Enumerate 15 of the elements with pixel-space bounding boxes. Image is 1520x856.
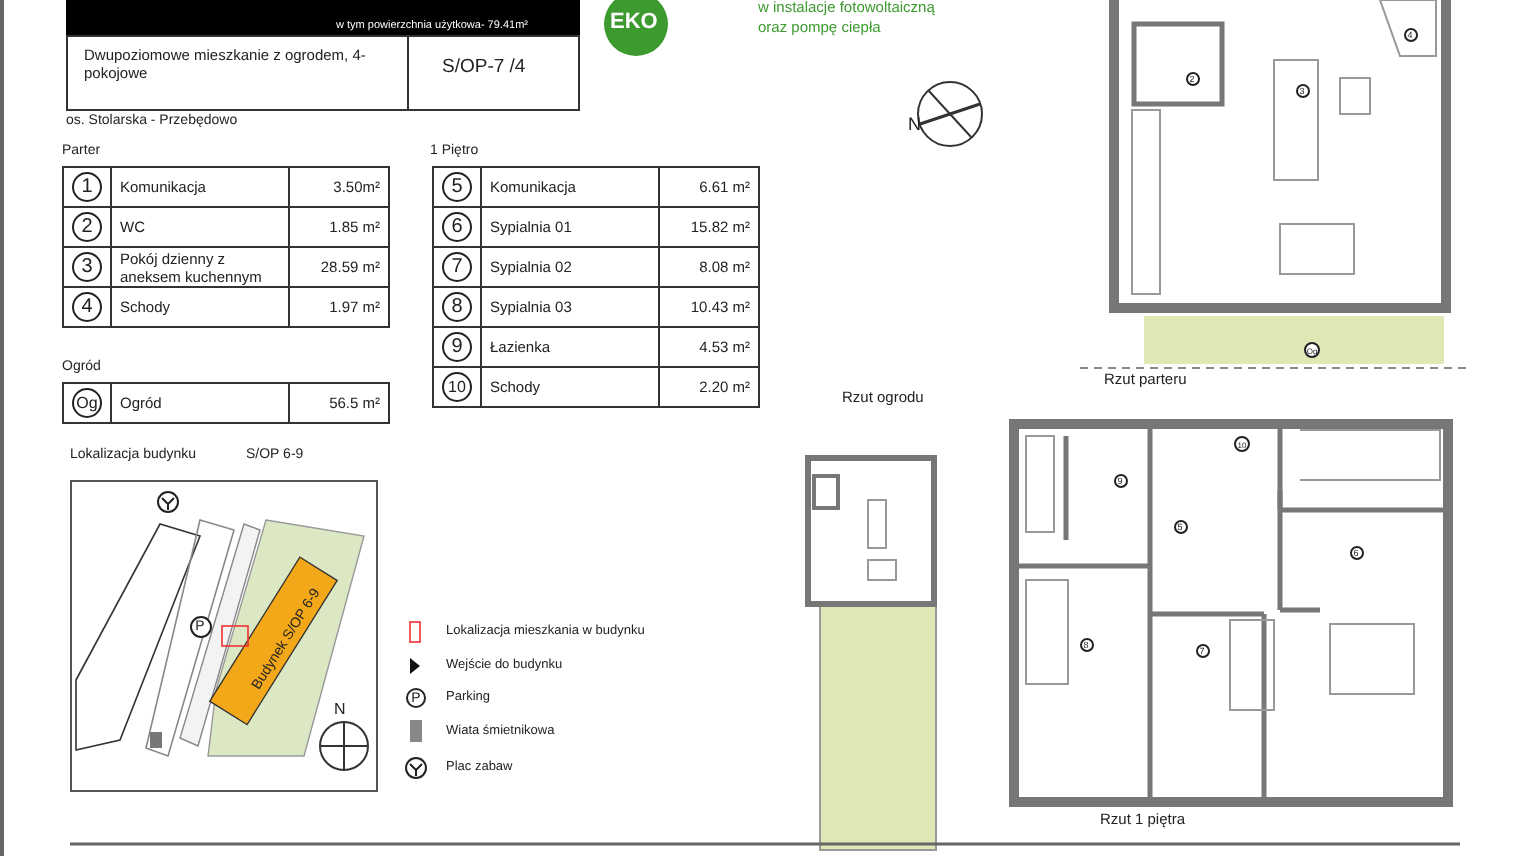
room-number: 3: [72, 252, 102, 282]
room-number: 6: [442, 212, 472, 242]
room-number: 10: [442, 372, 472, 402]
room-number: 9: [442, 332, 472, 362]
room-number: 7: [442, 252, 472, 282]
north-label: N: [908, 114, 921, 135]
room-number: 5: [442, 172, 472, 202]
room-number: Og: [72, 388, 102, 418]
room-number: 8: [442, 292, 472, 322]
room-number: 4: [72, 292, 102, 322]
badge-text: EKO: [610, 10, 658, 36]
apartment-code: S/OP-7 /4: [442, 58, 526, 80]
north-label: N: [334, 700, 346, 719]
room-number: 1: [72, 172, 102, 202]
room-number: 2: [72, 212, 102, 242]
